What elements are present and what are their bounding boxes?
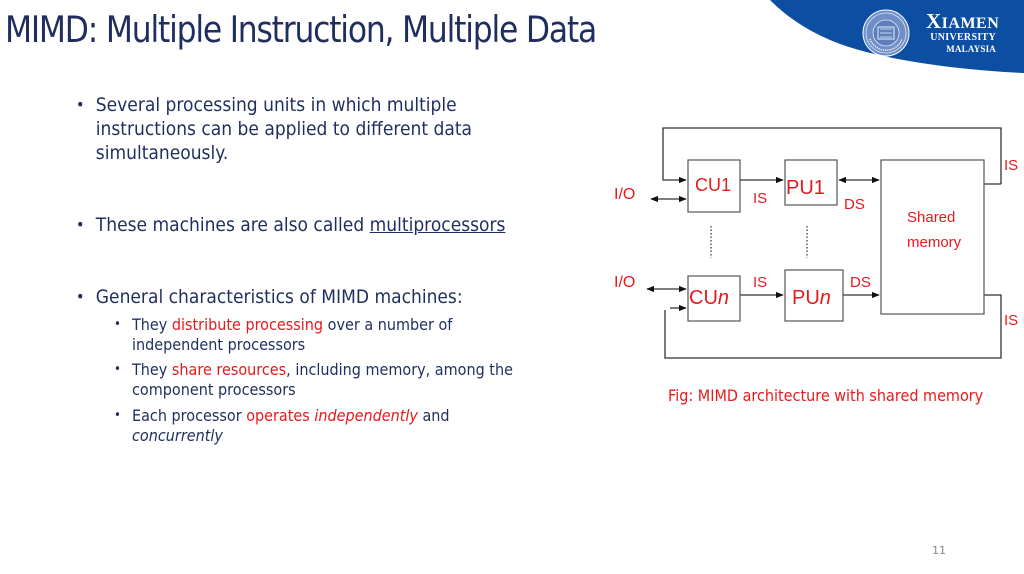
logo-university: UNIVERSITY [930, 32, 996, 43]
bullet-dot: • [114, 362, 121, 377]
pun-prefix: PU [792, 287, 820, 309]
logo-country: MALAYSIA [946, 44, 996, 54]
shared-memory-box [880, 159, 985, 315]
bullet-2-text: These machines are also called [95, 214, 370, 236]
sub-bullet-2-highlight: share resources [171, 360, 287, 379]
is-top-label: IS [753, 190, 767, 207]
sub-bullet-1-highlight: distribute processing [171, 315, 324, 334]
bullet-3-text: General characteristics of MIMD machines… [95, 286, 463, 308]
sub-bullet-3-highlight: operates [246, 406, 315, 425]
bullet-1-line-1: Several processing units in which multip… [95, 94, 457, 116]
logo-initial: X [926, 9, 942, 33]
top-feedback-line [662, 127, 1002, 184]
shared-memory-line-2: memory [907, 234, 962, 251]
bottom-feedback-line [664, 294, 1002, 359]
bullet-1-line-3: simultaneously. [95, 142, 229, 164]
bullet-dot: • [114, 408, 121, 423]
io-top-label: I/O [614, 186, 635, 203]
pu1-box [784, 159, 838, 206]
is-right-top-label: IS [1004, 157, 1018, 174]
figure-caption: Fig: MIMD architecture with shared memor… [668, 386, 984, 405]
sub-bullet-3-highlight-italic: independently [314, 406, 418, 425]
logo-name: IAMEN [941, 15, 1000, 32]
pun-label: PUn [792, 287, 831, 309]
sub-bullet-1-pre: They [132, 315, 172, 334]
ds-bottom-label: DS [850, 274, 871, 291]
is-right-bottom-label: IS [1004, 312, 1018, 329]
bullet-dot: • [76, 95, 85, 114]
cu1-box [687, 159, 741, 213]
bullet-dot: • [114, 317, 121, 332]
sub-bullet-2-line-2: component processors [132, 379, 296, 399]
ds-top-label: DS [844, 196, 865, 213]
pun-box [784, 269, 844, 322]
shared-memory-line-1: Shared [907, 209, 955, 226]
bullet-1-line-2: instructions can be applied to different… [95, 118, 473, 140]
sub-bullet-2-pre: They [132, 360, 172, 379]
is-bottom-label: IS [753, 274, 767, 291]
pun-index: n [820, 287, 831, 309]
university-seal-icon [862, 9, 910, 57]
page-number: 11 [932, 544, 946, 557]
page-title: MIMD: Multiple Instruction, Multiple Dat… [5, 8, 597, 51]
cun-label: CUn [689, 287, 729, 309]
bullet-dot: • [76, 215, 85, 234]
cun-index: n [718, 287, 729, 309]
pu1-label: PU1 [786, 177, 825, 199]
cu1-label: CU1 [695, 175, 731, 195]
sub-bullet-2-post: , including memory, among the [286, 360, 513, 379]
sub-bullet-1-post: over a number of [323, 315, 453, 334]
sub-bullet-1-line-2: independent processors [132, 334, 306, 354]
university-logo-text: XIAMEN UNIVERSITY MALAYSIA [922, 11, 999, 55]
cun-box [687, 275, 741, 322]
sub-bullet-3-pre: Each processor [132, 406, 247, 425]
io-bottom-label: I/O [614, 274, 635, 291]
sub-bullet-3-post: and [417, 406, 450, 425]
bullet-dot: • [76, 287, 85, 306]
sub-bullet-3-line-2: concurrently [132, 425, 223, 445]
cun-prefix: CU [689, 287, 718, 309]
multiprocessors-link[interactable]: multiprocessors [369, 214, 506, 236]
